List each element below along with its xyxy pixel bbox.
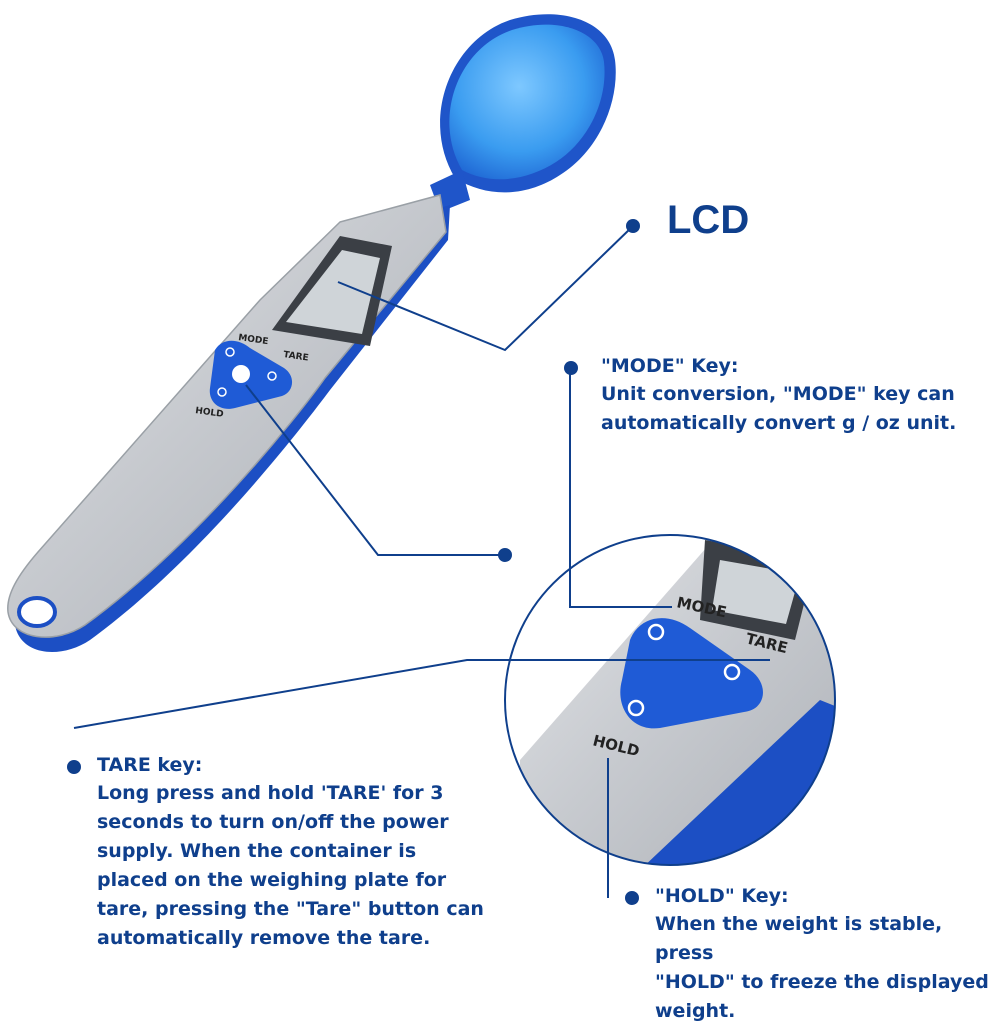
tare-callout: TARE key: Long press and hold 'TARE' for… (97, 752, 484, 953)
hang-hole (17, 596, 57, 628)
button-leader-dot (498, 548, 512, 562)
tare-label-small: TARE (283, 350, 310, 363)
hold-callout-line-1: When the weight is stable, press (655, 913, 943, 964)
hold-callout-line-3: weight. (655, 1000, 736, 1022)
spoon-bowl (430, 14, 616, 212)
lcd-screen (272, 236, 392, 346)
tare-callout-line-1: Long press and hold 'TARE' for 3 (97, 782, 444, 804)
mode-callout-title: "MODE" Key: (601, 355, 739, 377)
mode-callout: "MODE" Key: Unit conversion, "MODE" key … (601, 353, 956, 438)
mode-label-small: MODE (238, 333, 269, 347)
leader-lines (73, 225, 770, 898)
lcd-callout-title: LCD (667, 198, 750, 242)
tare-callout-line-4: placed on the weighing plate for (97, 869, 447, 891)
magnified-button-view: MODE TARE HOLD (504, 534, 836, 866)
hold-callout: "HOLD" Key: When the weight is stable, p… (655, 883, 1000, 1026)
tare-bullet-dot (67, 760, 81, 774)
lcd-leader-dot (626, 219, 640, 233)
hold-label-small: HOLD (195, 406, 225, 420)
hold-callout-title: "HOLD" Key: (655, 885, 789, 907)
hold-bullet-dot (625, 891, 639, 905)
tare-callout-line-2: seconds to turn on/off the power (97, 811, 449, 833)
spoon-scale-illustration: MODE TARE HOLD MODE TARE HOLD (7, 14, 836, 898)
mode-bullet-dot (564, 361, 578, 375)
mode-callout-line-2: automatically convert g / oz unit. (601, 412, 957, 434)
tare-callout-line-6: automatically remove the tare. (97, 927, 431, 949)
hold-callout-line-2: "HOLD" to freeze the displayed (655, 971, 989, 993)
button-pad (209, 340, 293, 409)
tare-callout-line-3: supply. When the container is (97, 840, 417, 862)
tare-callout-title: TARE key: (97, 754, 203, 776)
tare-callout-line-5: tare, pressing the "Tare" button can (97, 898, 484, 920)
mode-callout-line-1: Unit conversion, "MODE" key can (601, 383, 955, 405)
